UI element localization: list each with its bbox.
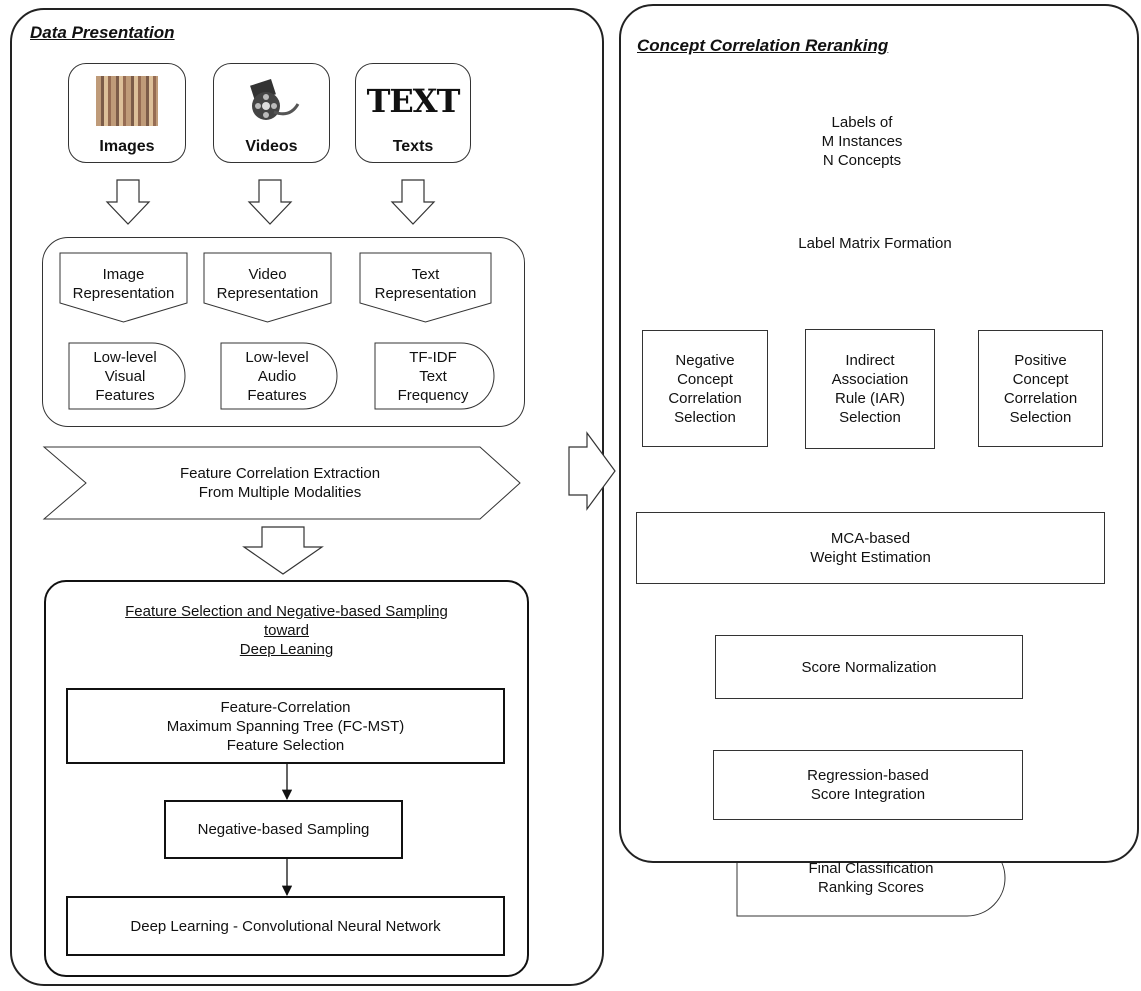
score-normalization-box: Score Normalization	[715, 635, 1023, 699]
video-representation-shape	[203, 252, 332, 323]
feature-selection-subpanel	[44, 580, 529, 977]
text-representation-shape	[359, 252, 492, 323]
feature-correlation-label: Feature Correlation Extraction From Mult…	[179, 465, 381, 501]
mca-weight-box: MCA-based Weight Estimation	[636, 512, 1105, 584]
labels-text: Labels of M Instances N Concepts	[821, 113, 903, 169]
hollow-down-arrow	[390, 179, 436, 225]
image-representation-label: Image Representation	[72, 266, 175, 302]
hollow-down-arrow	[105, 179, 151, 225]
audio-features-shape	[220, 342, 338, 410]
label-matrix-text: Label Matrix Formation	[798, 234, 952, 252]
representation-group	[42, 237, 525, 427]
negative-correlation-box: Negative Concept Correlation Selection	[642, 330, 768, 447]
feature-correlation-chevron	[42, 446, 521, 520]
hollow-down-arrow	[247, 179, 293, 225]
visual-features-shape	[68, 342, 186, 410]
iar-selection-box: Indirect Association Rule (IAR) Selectio…	[805, 329, 935, 449]
data-presentation-title: Data Presentation	[30, 23, 175, 42]
tf-idf-shape	[374, 342, 495, 410]
text-representation-label: Text Representation	[374, 266, 477, 302]
final-scores-label: Final Classification Ranking Scores	[808, 860, 934, 896]
texts-box: TEXT Texts	[355, 63, 471, 163]
positive-correlation-box: Positive Concept Correlation Selection	[978, 330, 1103, 447]
videos-box: Videos	[213, 63, 330, 163]
concept-correlation-title: Concept Correlation Reranking	[637, 36, 889, 55]
fc-mst-box: Feature-Correlation Maximum Spanning Tre…	[66, 688, 505, 764]
image-collage-icon	[96, 76, 158, 126]
videos-label: Videos	[245, 138, 298, 155]
regression-integration-box: Regression-based Score Integration	[713, 750, 1023, 820]
film-reel-icon	[244, 78, 300, 122]
text-logo-icon: TEXT	[366, 82, 461, 120]
video-representation-label: Video Representation	[216, 266, 319, 302]
visual-features-label: Low-level Visual Features	[93, 348, 157, 404]
cnn-box: Deep Learning - Convolutional Neural Net…	[66, 896, 505, 956]
images-label: Images	[99, 138, 155, 155]
subpanel-title: Feature Selection and Negative-based Sam…	[125, 602, 448, 658]
hollow-down-arrow-large	[242, 526, 324, 575]
audio-features-label: Low-level Audio Features	[245, 348, 309, 404]
hollow-right-arrow	[568, 431, 616, 511]
tf-idf-label: TF-IDF Text Frequency	[397, 348, 469, 404]
images-box: Images	[68, 63, 186, 163]
negative-sampling-box: Negative-based Sampling	[164, 800, 403, 859]
image-representation-shape	[59, 252, 188, 323]
texts-label: Texts	[392, 138, 434, 155]
